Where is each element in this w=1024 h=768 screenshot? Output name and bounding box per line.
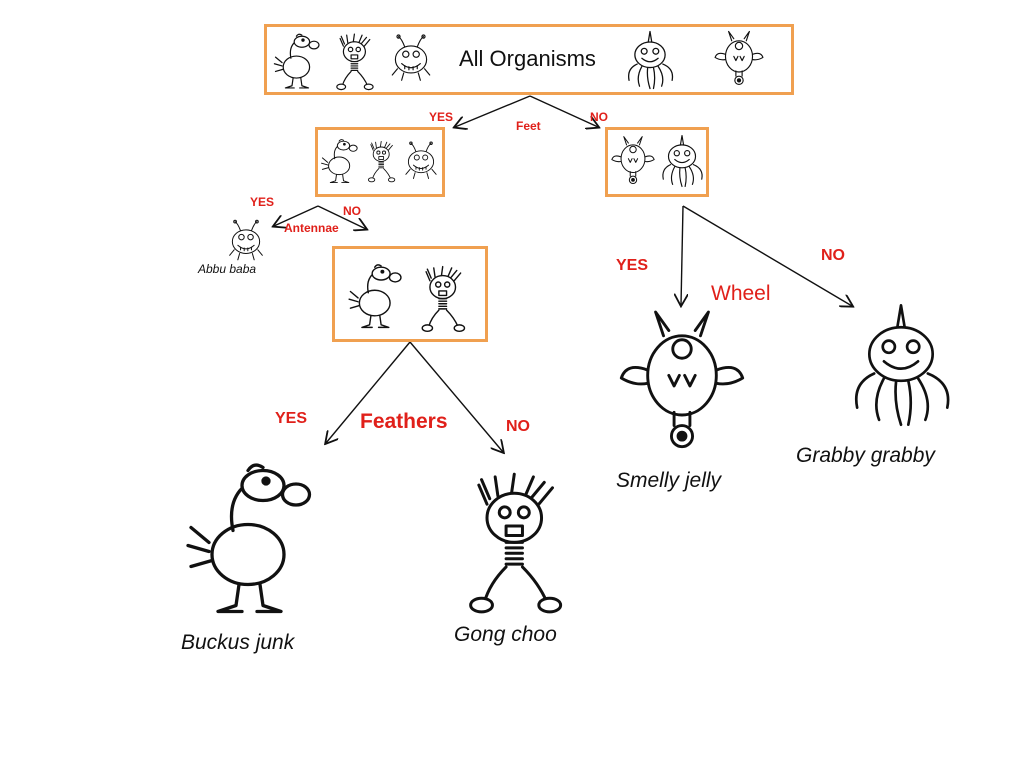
organism-name-buckus-junk: Buckus junk (181, 631, 295, 654)
feet-question: Feet (516, 119, 541, 133)
feathers-yes-arrow (326, 341, 411, 443)
feet-yes-bug-illustration (400, 136, 442, 190)
feet-no-octopus-illustration (656, 132, 708, 190)
feet-yes-boy-illustration (362, 132, 402, 190)
feathers-question: Feathers (360, 410, 448, 433)
feet-yes-arrow (455, 95, 531, 127)
root-bug-illustration (385, 32, 437, 90)
antennae-yes-arrow (274, 205, 319, 226)
root-bird-illustration (270, 30, 325, 92)
wheel-no-arrow (682, 205, 852, 306)
antennae-no-boy-illustration (412, 258, 476, 338)
root-title: All Organisms (459, 46, 596, 71)
wheel-yes-label: YES (616, 257, 649, 274)
organism-name-gong-choo: Gong choo (454, 623, 557, 646)
antennae-question: Antennae (284, 221, 339, 235)
root-wheel-illustration (713, 28, 765, 90)
organism-name-smelly-jelly: Smelly jelly (616, 469, 722, 492)
antennae-no-bird-illustration (344, 256, 408, 336)
feathers-no-arrow (409, 341, 503, 452)
feet-no-label: NO (590, 110, 608, 124)
smelly-jelly-illustration (616, 306, 748, 458)
antennae-no-label: NO (343, 204, 361, 218)
buckus-junk-illustration (176, 452, 326, 624)
antennae-yes-label: YES (250, 195, 275, 209)
wheel-yes-arrow (681, 205, 683, 305)
feathers-no-label: NO (506, 418, 530, 435)
feet-yes-bird-illustration (318, 130, 362, 192)
feet-no-wheel-illustration (610, 130, 656, 192)
wheel-no-label: NO (821, 247, 845, 264)
feet-no-arrow (529, 95, 598, 127)
gong-choo-illustration (448, 466, 586, 616)
feathers-yes-label: YES (275, 410, 308, 427)
antennae-no-arrow (317, 205, 366, 229)
organism-name-grabby-grabby: Grabby grabby (796, 444, 935, 467)
wheel-question: Wheel (711, 282, 771, 305)
abbu-baba-illustration (218, 218, 274, 268)
grabby-grabby-illustration (826, 298, 976, 432)
organism-name-abbu-baba: Abbu baba (198, 262, 257, 276)
root-octopus-illustration (620, 28, 680, 92)
root-boy-illustration (328, 30, 383, 92)
feet-yes-label: YES (429, 110, 454, 124)
